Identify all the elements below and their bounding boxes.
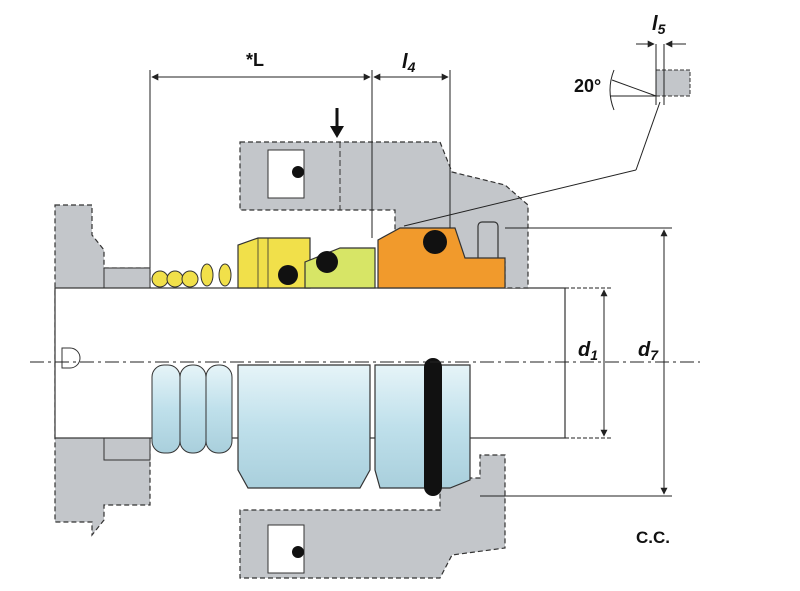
dimension-d1: d1 <box>565 287 612 439</box>
stationary-seat <box>377 227 506 289</box>
retainer-oring <box>278 265 298 285</box>
label-d7: d7 <box>638 339 659 363</box>
sleeve-body <box>237 358 471 496</box>
seat-oring-lower <box>424 358 442 496</box>
dimension-d7: d7 <box>480 227 672 497</box>
label-L: *L <box>246 50 264 70</box>
lower-housing-oring <box>292 546 304 558</box>
dimension-l4: l4 <box>373 51 451 228</box>
spring-coils-upper <box>151 263 232 288</box>
pusher-ring <box>278 247 376 289</box>
label-d1: d1 <box>578 339 598 363</box>
dimension-L: *L <box>149 50 373 268</box>
label-angle: 20° <box>574 76 601 96</box>
shaft-keyway <box>61 347 81 369</box>
spring-coils-lower <box>151 364 233 454</box>
pressure-arrow <box>330 108 344 138</box>
pusher-oring <box>316 251 338 273</box>
upper-housing-oring <box>292 166 304 178</box>
label-code: C.C. <box>636 528 670 547</box>
label-l5: l5 <box>652 13 666 37</box>
label-l4: l4 <box>402 51 416 75</box>
seat-oring <box>423 230 447 254</box>
spring-retainer <box>237 237 311 289</box>
detail-inset: l5 20° <box>403 13 691 227</box>
